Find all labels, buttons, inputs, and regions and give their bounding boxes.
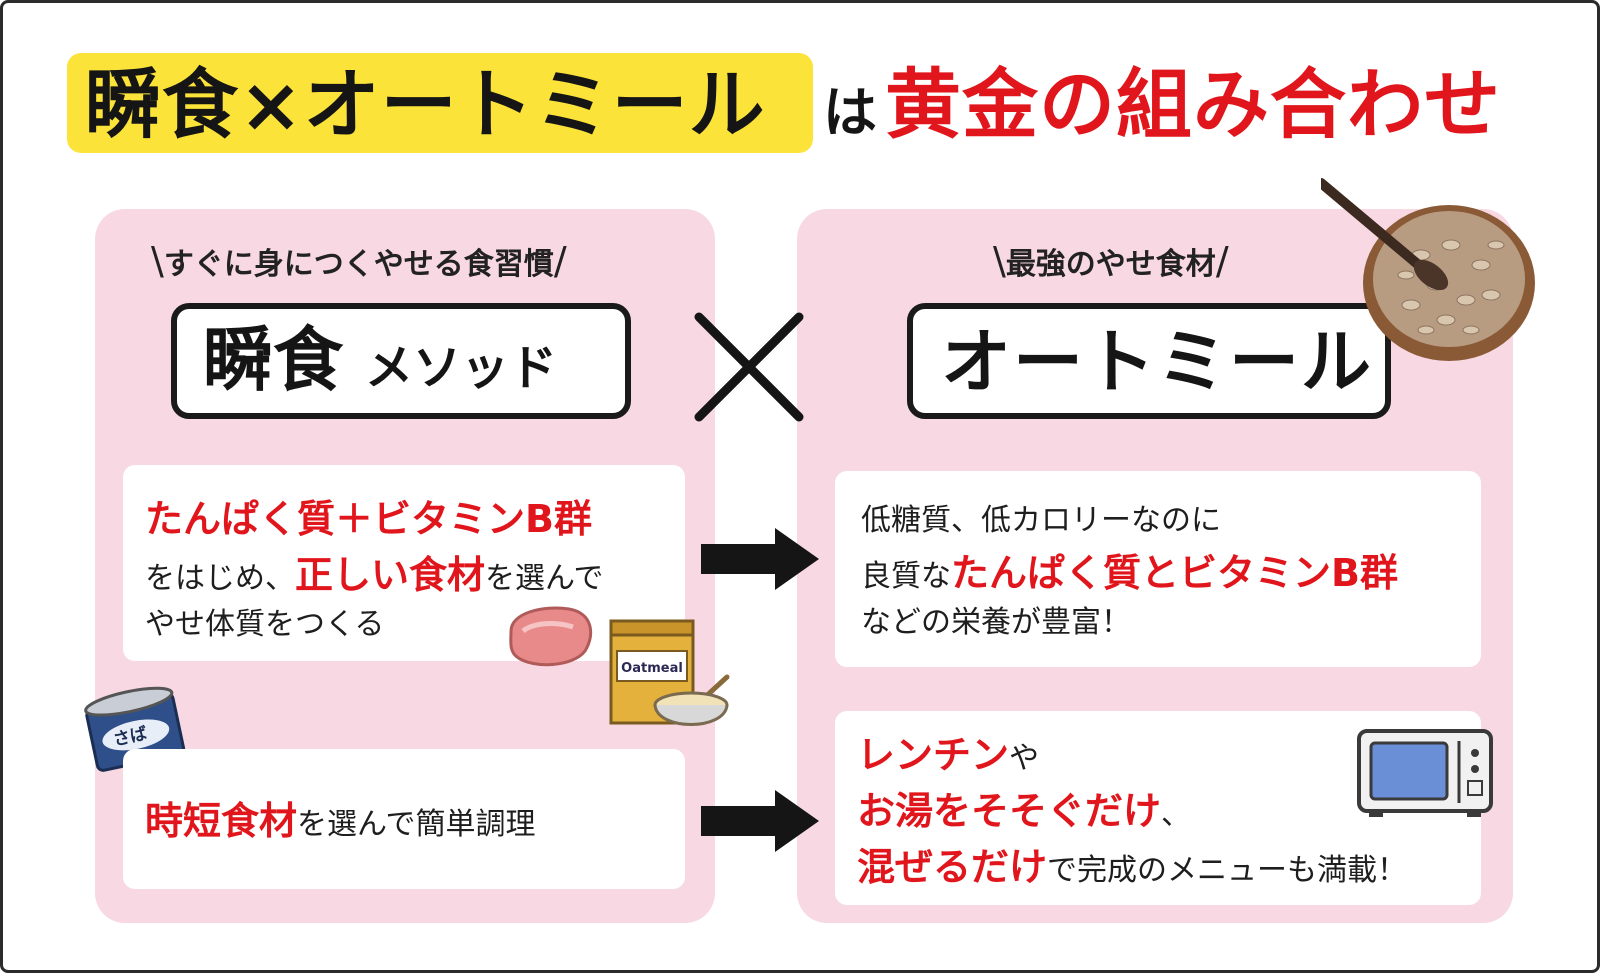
left-card-2 [123,749,685,889]
right-card-1-line2: 良質なたんぱく質とビタミンB群 [861,547,1398,603]
right-label-box [907,303,1391,419]
left-tagline-text: すぐに身につくやせる食習慣 [163,247,554,282]
meat-icon [509,606,593,667]
right-tagline-text: 最強のやせ食材 [1005,247,1216,282]
oatmeal-bowl-icon [1321,178,1535,361]
right-card-2-line3: 混ぜるだけで完成のメニューも満載！ [857,841,1407,897]
left-card-1-line2-a: をはじめ、 [145,561,295,596]
right-card-2-line2-red: お湯をそそぐだけ [857,789,1162,833]
title-particle: は [823,81,877,144]
title-highlight [67,53,813,153]
right-card-1-line2-a: 良質な [861,559,951,594]
right-tagline: \最強のやせ食材/ [993,239,1229,283]
right-card-2-line3-rest: で完成のメニューも満載！ [1047,853,1408,888]
right-card-1-line2-red: たんぱく質とビタミンB群 [951,551,1398,595]
left-label-box [171,303,631,419]
right-card-1-line3: などの栄養が豊富！ [861,605,1131,640]
left-label-big: 瞬食 [203,319,343,401]
right-label-text: オートミール [941,321,1373,403]
left-card-2-red: 時短食材 [145,799,298,843]
oatmeal-box-icon: Oatmeal [609,619,695,725]
right-card-1-line1: 低糖質、低カロリーなのに [861,503,1221,538]
left-card-2-rest: を選んで簡単調理 [297,807,536,842]
cross-icon [694,312,804,422]
left-card-1-red-heading: たんぱく質＋ビタミンB群 [145,497,592,541]
left-card-1-line3: やせ体質をつくる [145,607,385,642]
left-card-1-line2-b: を選んで [485,561,604,596]
right-card-2-line1-rest: や [1009,741,1040,776]
left-card-1-line2: をはじめ、正しい食材を選んで [145,549,604,605]
right-arrow-icon [701,528,819,590]
right-card-2-line1: レンチンや [857,729,1039,785]
left-card-1-line1: たんぱく質＋ビタミンB群 [145,493,592,549]
right-card-2-line1-red: レンチン [857,733,1010,777]
left-tagline: \すぐに身につくやせる食習慣/ [151,239,567,283]
right-card-2-line2: お湯をそそぐだけ、 [857,785,1191,841]
right-card-2-line3-red: 混ぜるだけ [857,845,1048,889]
title-highlight-text: 瞬食×オートミール [85,60,766,149]
porridge-bowl-icon [653,674,730,726]
oatmeal-box-label: Oatmeal [621,661,683,676]
left-card-1-line2-red: 正しい食材 [295,553,486,597]
right-arrow-icon [701,790,819,852]
left-card-2-line: 時短食材を選んで簡単調理 [145,795,536,851]
left-label-small: メソッド [365,340,558,396]
microwave-icon [1357,729,1493,817]
title-red-text: 黄金の組み合わせ [885,60,1501,149]
right-card-2-line2-rest: 、 [1161,797,1192,832]
right-card-1 [835,471,1481,667]
